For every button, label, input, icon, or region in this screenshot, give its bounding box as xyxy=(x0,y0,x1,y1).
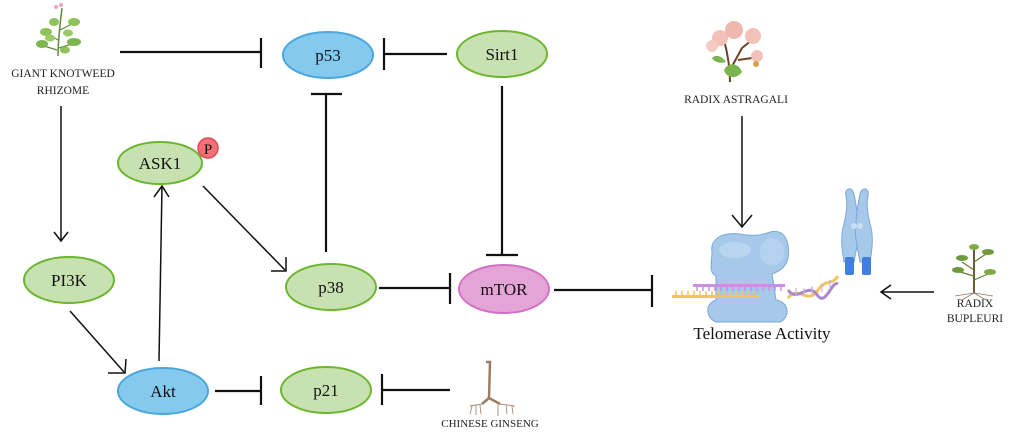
astragali-label: RADIX ASTRAGALI xyxy=(684,94,788,106)
edge-ginseng-inhibits-p21 xyxy=(380,374,450,405)
edge-bupleuri-activates-telomerase xyxy=(879,284,934,300)
node-p38[interactable]: p38 xyxy=(285,263,377,311)
edge-sirt1-inhibits-p53 xyxy=(382,38,447,70)
edge-akt-activates-ask1 xyxy=(153,184,170,362)
edge-sirt1-inhibits-mtor xyxy=(486,86,518,257)
knotweed-label-line2: RHIZOME xyxy=(37,85,89,97)
ginseng-label: CHINESE GINSENG xyxy=(441,418,539,430)
node-mtor[interactable]: mTOR xyxy=(458,264,550,314)
phosphorylation-badge: P xyxy=(197,137,219,159)
telomerase-activity-label: Telomerase Activity xyxy=(693,324,831,343)
node-p53-label: p53 xyxy=(315,46,341,65)
node-p21-label: p21 xyxy=(313,381,339,400)
edge-mtor-inhibits-telomerase xyxy=(554,275,654,307)
bupleuri-label-line1: RADIX xyxy=(957,298,994,310)
node-pi3k-label: PI3K xyxy=(51,271,88,290)
astragali-plant-icon xyxy=(706,21,763,83)
node-ask1-label: ASK1 xyxy=(139,154,182,173)
node-pi3k[interactable]: PI3K xyxy=(23,256,115,304)
chinese-ginseng-herb: CHINESE GINSENG xyxy=(441,360,539,430)
dna-helix-icon xyxy=(786,275,840,300)
edge-knotweed-activates-pi3k xyxy=(53,106,69,243)
chromosome-icon xyxy=(841,188,873,275)
rna-template-icon xyxy=(672,284,785,298)
knotweed-plant-icon xyxy=(36,3,81,57)
giant-knotweed-herb: GIANT KNOTWEED RHIZOME xyxy=(11,3,115,97)
node-ask1[interactable]: ASK1 xyxy=(117,141,203,185)
node-sirt1-label: Sirt1 xyxy=(485,45,518,64)
node-p53[interactable]: p53 xyxy=(282,31,374,79)
radix-bupleuri-herb: RADIX BUPLEURI xyxy=(947,244,1003,325)
phosphorylation-label: P xyxy=(204,142,212,158)
node-sirt1[interactable]: Sirt1 xyxy=(456,30,548,78)
ginseng-root-icon xyxy=(469,360,516,416)
telomerase-enzyme-icon xyxy=(707,230,789,323)
radix-astragali-herb: RADIX ASTRAGALI xyxy=(684,21,788,106)
telomerase-illustration: Telomerase Activity xyxy=(672,188,873,343)
node-mtor-label: mTOR xyxy=(481,280,529,299)
node-akt[interactable]: Akt xyxy=(117,367,209,415)
bupleuri-label-line2: BUPLEURI xyxy=(947,313,1003,325)
node-akt-label: Akt xyxy=(150,382,176,401)
edge-p38-inhibits-mtor xyxy=(379,273,452,304)
edge-pi3k-activates-akt xyxy=(69,310,127,374)
edge-astragali-activates-telomerase xyxy=(731,116,753,229)
edge-akt-inhibits-p21 xyxy=(215,376,263,405)
edge-knotweed-inhibits-p53 xyxy=(120,38,263,68)
edge-p38-inhibits-p53 xyxy=(311,92,342,252)
bupleuri-plant-icon xyxy=(952,244,996,301)
node-p38-label: p38 xyxy=(318,278,344,297)
knotweed-label-line1: GIANT KNOTWEED xyxy=(11,68,115,80)
node-p21[interactable]: p21 xyxy=(280,366,372,414)
edge-ask1-activates-p38 xyxy=(202,185,287,272)
